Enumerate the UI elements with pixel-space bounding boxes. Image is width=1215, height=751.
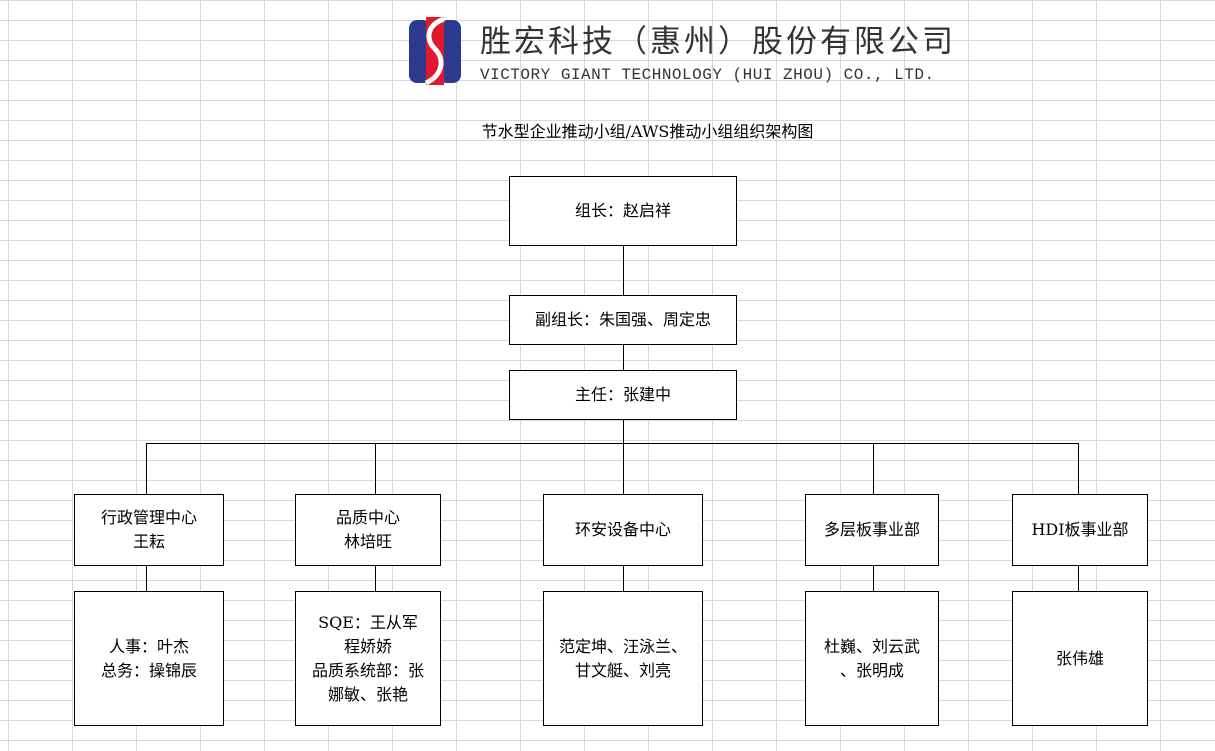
connector-dept-members-2 (375, 566, 376, 591)
connector-bus-dept-5 (1078, 443, 1079, 494)
director-box: 主任：张建中 (509, 370, 737, 420)
members-box-quality: SQE：王从军 程娇娇 品质系统部：张 娜敏、张艳 (295, 591, 441, 726)
dept-box-admin: 行政管理中心 王耘 (74, 494, 224, 566)
dept-box-ehs-equipment: 环安设备中心 (543, 494, 703, 566)
dept-name: 多层板事业部 (823, 520, 920, 539)
member-line: 、张明成 (839, 660, 904, 680)
connector-bus-dept-4 (873, 443, 874, 494)
deputy-box: 副组长：朱国强、周定忠 (509, 295, 737, 345)
member-line: 品质系统部：张 (311, 660, 424, 680)
members-box-hdi: 张伟雄 (1012, 591, 1148, 726)
company-name-cn: 胜宏科技（惠州）股份有限公司 (480, 24, 956, 60)
members-box-ehs-equipment: 范定坤、汪泳兰、 甘文艇、刘亮 (543, 591, 703, 726)
dept-head: 王耘 (132, 532, 165, 551)
dept-box-multilayer: 多层板事业部 (805, 494, 939, 566)
member-line: 总务：操锦辰 (100, 660, 197, 680)
member-line: 程娇娇 (343, 636, 392, 656)
connector-bus-dept-2 (375, 443, 376, 494)
dept-name: HDI板事业部 (1031, 520, 1129, 539)
connector-dept-members-4 (873, 566, 874, 591)
connector-bus-dept-1 (146, 443, 147, 494)
members-box-multilayer: 杜巍、刘云武 、张明成 (805, 591, 939, 726)
connector-dept-members-5 (1078, 566, 1079, 591)
dept-head: 林培旺 (343, 532, 392, 551)
dept-box-quality: 品质中心 林培旺 (295, 494, 441, 566)
connector-dept-members-3 (623, 566, 624, 591)
connector-director-bus (623, 419, 624, 443)
dept-box-hdi: HDI板事业部 (1012, 494, 1148, 566)
member-line: 杜巍、刘云武 (823, 636, 920, 656)
member-line: 甘文艇、刘亮 (574, 660, 671, 680)
company-name-en: VICTORY GIANT TECHNOLOGY (HUI ZHOU) CO.,… (480, 66, 935, 84)
connector-bus-dept-3 (623, 443, 624, 494)
connector-bus (146, 443, 1079, 444)
dept-name: 品质中心 (335, 508, 400, 527)
member-line: SQE：王从军 (318, 612, 418, 632)
dept-name: 环安设备中心 (574, 520, 671, 539)
connector-deputy-director (623, 345, 624, 370)
chart-title: 节水型企业推动小组/AWS推动小组组织架构图 (481, 122, 814, 141)
leader-box: 组长：赵启祥 (509, 176, 737, 246)
member-line: 人事：叶杰 (108, 636, 189, 656)
director-label: 主任：张建中 (574, 385, 671, 404)
members-box-admin: 人事：叶杰 总务：操锦辰 (74, 591, 224, 726)
member-line: 范定坤、汪泳兰、 (558, 636, 687, 656)
member-line: 张伟雄 (1055, 648, 1104, 668)
company-logo (409, 17, 461, 85)
deputy-label: 副组长：朱国强、周定忠 (534, 310, 711, 329)
dept-name: 行政管理中心 (100, 508, 197, 527)
leader-label: 组长：赵启祥 (574, 201, 671, 220)
connector-leader-deputy (623, 246, 624, 295)
connector-dept-members-1 (146, 566, 147, 591)
member-line: 娜敏、张艳 (327, 684, 408, 704)
